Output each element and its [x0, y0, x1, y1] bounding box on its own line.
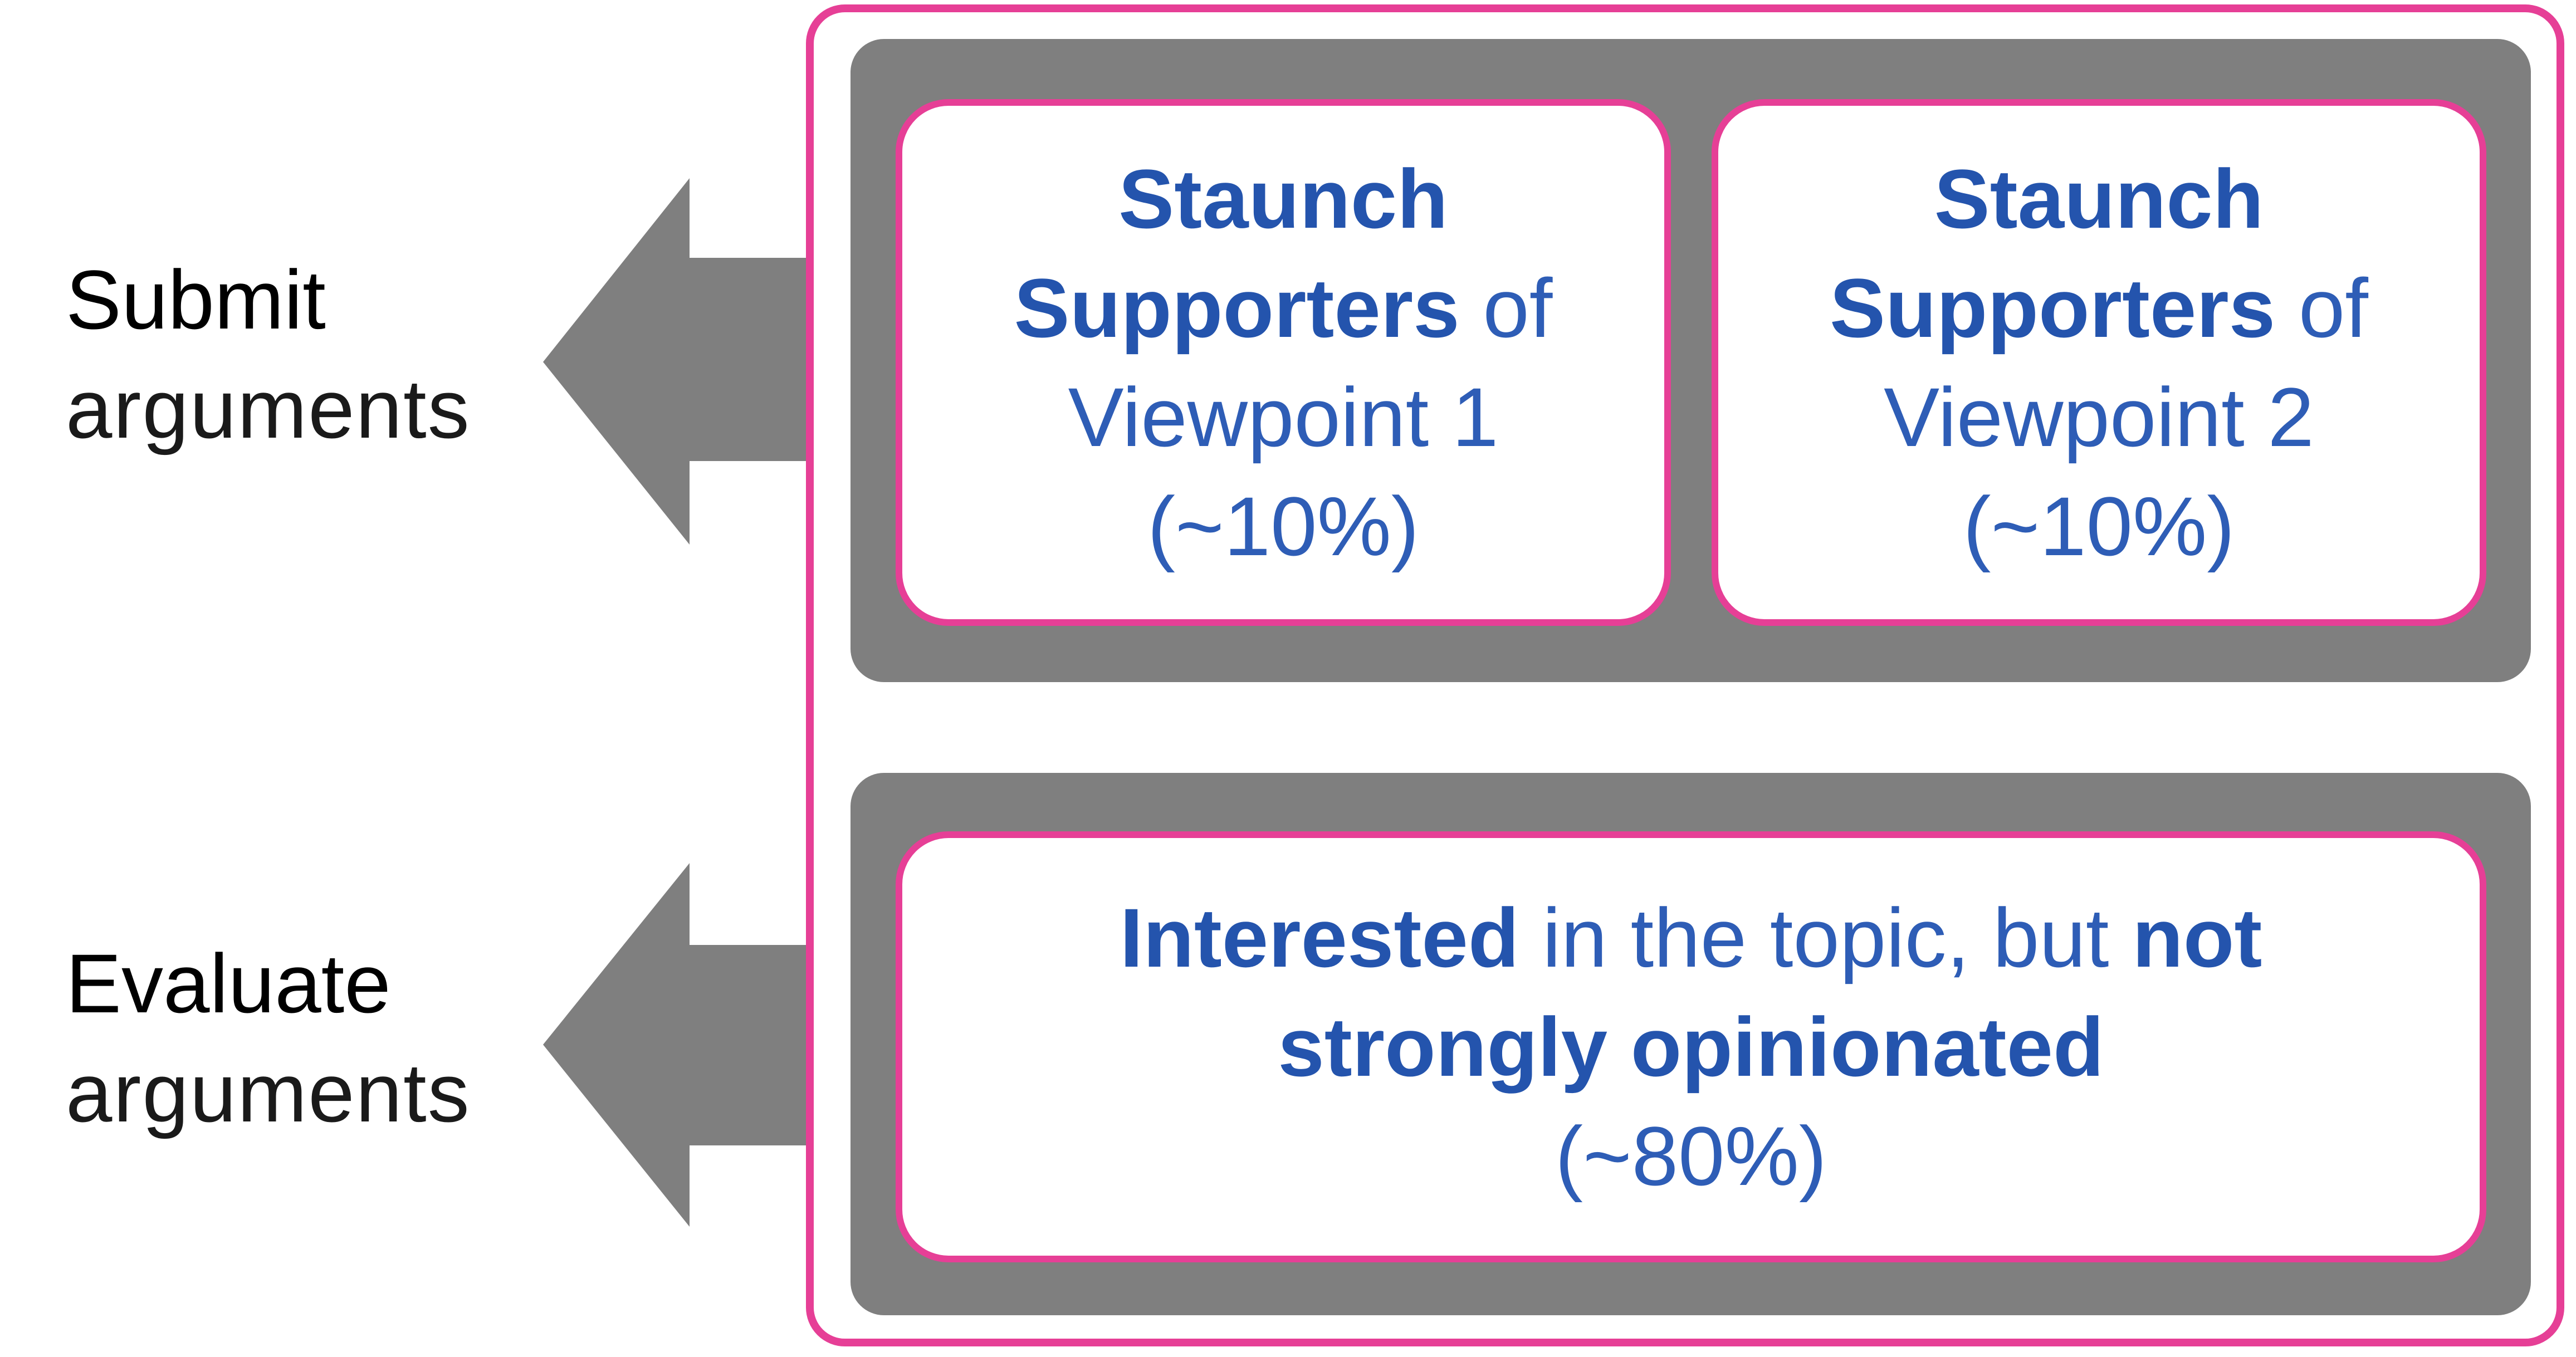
- interested-middle: in the topic, but: [1542, 891, 2109, 984]
- viewpoint2-of: of: [2298, 261, 2368, 355]
- viewpoint1-card: Staunch Supporters of Viewpoint 1 (~10%): [896, 99, 1671, 626]
- evaluate-label-line2: arguments: [66, 1046, 471, 1139]
- interested-word: Interested: [1120, 891, 1519, 984]
- viewpoint2-supporters: Supporters: [1830, 261, 2276, 355]
- viewpoint1-staunch: Staunch: [1118, 152, 1448, 246]
- evaluate-arguments-label: Evaluate arguments: [66, 929, 471, 1147]
- interested-not: not: [2132, 891, 2262, 984]
- viewpoint1-of: of: [1483, 261, 1553, 355]
- interested-strongly: strongly opinionated: [1278, 1000, 2104, 1094]
- submit-label-line2: arguments: [66, 362, 471, 455]
- viewpoint1-name: Viewpoint 1: [1068, 370, 1499, 464]
- viewpoint2-staunch: Staunch: [1934, 152, 2264, 246]
- submit-arguments-label: Submit arguments: [66, 245, 471, 463]
- submit-label-line1: Submit: [66, 253, 326, 346]
- evaluate-arrow-icon: [543, 863, 838, 1227]
- evaluate-label-line1: Evaluate: [66, 937, 391, 1030]
- interested-share: (~80%): [1555, 1109, 1827, 1203]
- viewpoint1-supporters: Supporters: [1014, 261, 1460, 355]
- viewpoint2-name: Viewpoint 2: [1884, 370, 2314, 464]
- viewpoint2-share: (~10%): [1963, 479, 2235, 573]
- viewpoint2-card: Staunch Supporters of Viewpoint 2 (~10%): [1712, 99, 2486, 626]
- viewpoint1-share: (~10%): [1147, 479, 1419, 573]
- submit-arrow-icon: [543, 178, 838, 545]
- interested-card: Interested in the topic, but not strongl…: [896, 831, 2486, 1262]
